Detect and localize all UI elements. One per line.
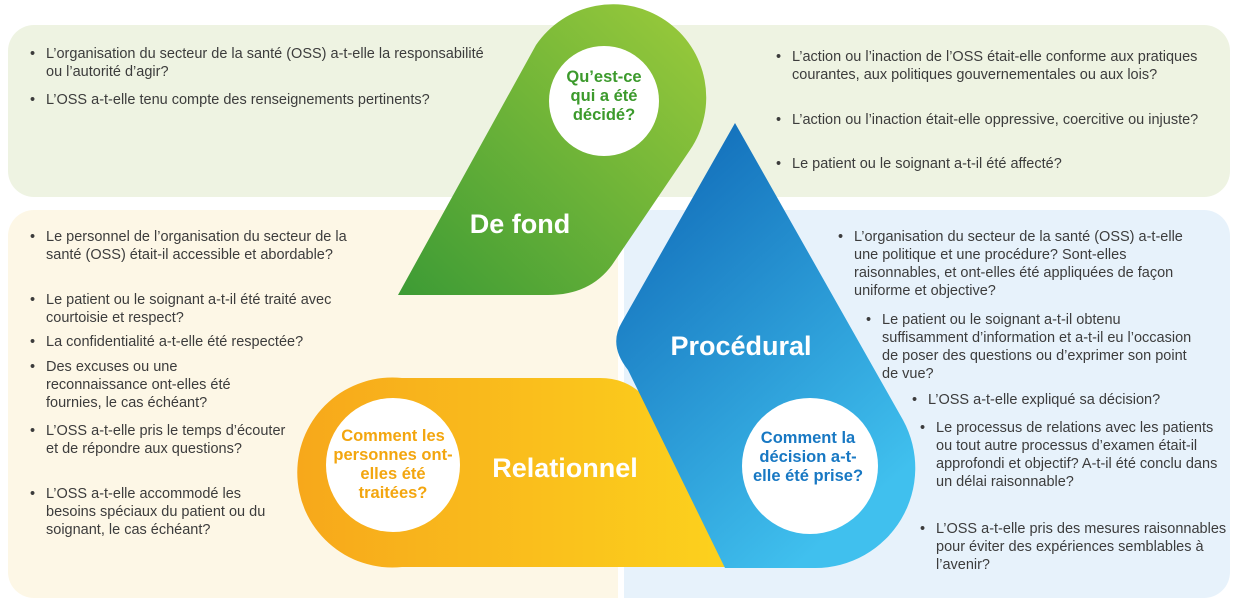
- list-item: Le patient ou le soignant a-t-il obtenu …: [866, 311, 1192, 383]
- list-item: Des excuses ou une reconnaissance ont-el…: [30, 358, 276, 412]
- procedural-question-circle: [742, 398, 878, 534]
- list-item: Le personnel de l’organisation du secteu…: [30, 228, 376, 264]
- list-item: L’action ou l’inaction était-elle oppres…: [776, 111, 1232, 129]
- list-item: L’organisation du secteur de la santé (O…: [838, 228, 1199, 300]
- relational-question-circle: [326, 398, 460, 532]
- list-item: Le patient ou le soignant a-t-il été aff…: [776, 155, 1232, 173]
- procedural-question: Comment la décision a-t-elle été prise?: [752, 429, 864, 485]
- list-item: L’OSS a-t-elle tenu compte des renseigne…: [30, 91, 486, 109]
- substantive-question-circle: [549, 46, 659, 156]
- procedural-title: Procédural: [670, 331, 812, 361]
- list-item: L’organisation du secteur de la santé (O…: [30, 45, 486, 81]
- substantive-question: Qu’est-ce qui a été décidé?: [566, 68, 642, 124]
- list-item: Le processus de relations avec les patie…: [920, 419, 1232, 491]
- relational-question: Comment les personnes ont-elles été trai…: [333, 427, 453, 502]
- substantive-title: De fond: [469, 209, 571, 239]
- list-item: L’OSS a-t-elle pris le temps d’écouter e…: [30, 422, 286, 458]
- list-item: L’action ou l’inaction de l’OSS était-el…: [776, 48, 1232, 84]
- relational-title: Relationnel: [492, 453, 638, 483]
- list-item: L’OSS a-t-elle pris des mesures raisonna…: [920, 520, 1232, 574]
- list-item: L’OSS a-t-elle expliqué sa décision?: [912, 391, 1228, 409]
- list-item: Le patient ou le soignant a-t-il été tra…: [30, 291, 376, 327]
- list-item: L’OSS a-t-elle accommodé les besoins spé…: [30, 485, 291, 539]
- list-item: La confidentialité a-t-elle été respecté…: [30, 333, 376, 351]
